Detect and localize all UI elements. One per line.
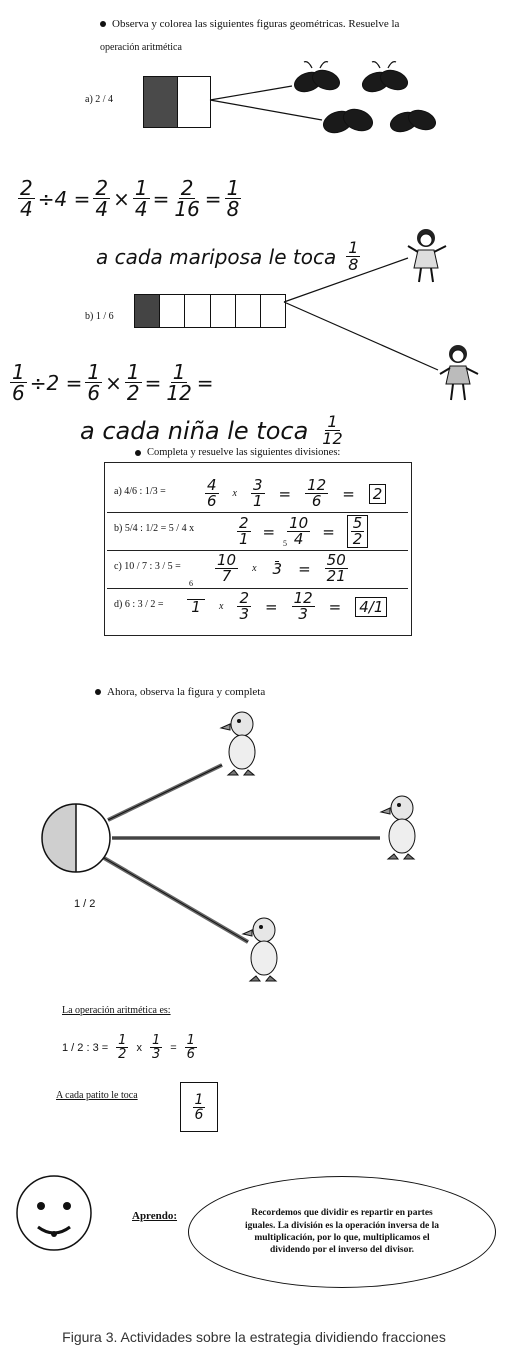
figure-caption: Figura 3. Actividades sobre la estrategi… [62, 1329, 446, 1345]
girl-icon [439, 345, 479, 401]
shape-b-colored-part [135, 295, 161, 327]
bullet-icon [95, 689, 101, 696]
item-b-label: b) 1 / 6 [85, 311, 114, 322]
aprendo-text: Recordemos que dividir es repartir en pa… [245, 1208, 439, 1256]
aprendo-bubble: Recordemos que dividir es repartir en pa… [188, 1176, 496, 1288]
patito-label: A cada patito le toca [56, 1090, 138, 1101]
butterflies-icon [293, 61, 436, 134]
smiley-face-icon [16, 1175, 92, 1251]
aprendo-label: Aprendo: [132, 1210, 178, 1222]
instruction-2: Completa y resuelve las siguientes divis… [135, 447, 340, 458]
instruction-3: Ahora, observa la figura y completa [95, 686, 265, 698]
duck-icon [241, 917, 278, 982]
instruction-1: Observa y colorea las siguientes figuras… [100, 18, 500, 30]
duck-icon [379, 795, 416, 860]
circle-label: 1 / 2 [74, 898, 96, 910]
half-circle-figure [41, 803, 111, 873]
girl-icon [407, 229, 447, 283]
duck-icon [219, 711, 256, 776]
shape-a-colored-half [144, 77, 178, 127]
shape-b-strip [134, 294, 286, 328]
operation-title: La operación aritmética es: [62, 1005, 171, 1016]
bullet-icon [135, 449, 141, 456]
shape-a-rectangle [143, 76, 211, 128]
divisions-table [104, 462, 412, 636]
instruction-1-cont: operación aritmética [100, 42, 182, 53]
item-a-label: a) 2 / 4 [85, 94, 114, 105]
bullet-icon [100, 21, 106, 28]
